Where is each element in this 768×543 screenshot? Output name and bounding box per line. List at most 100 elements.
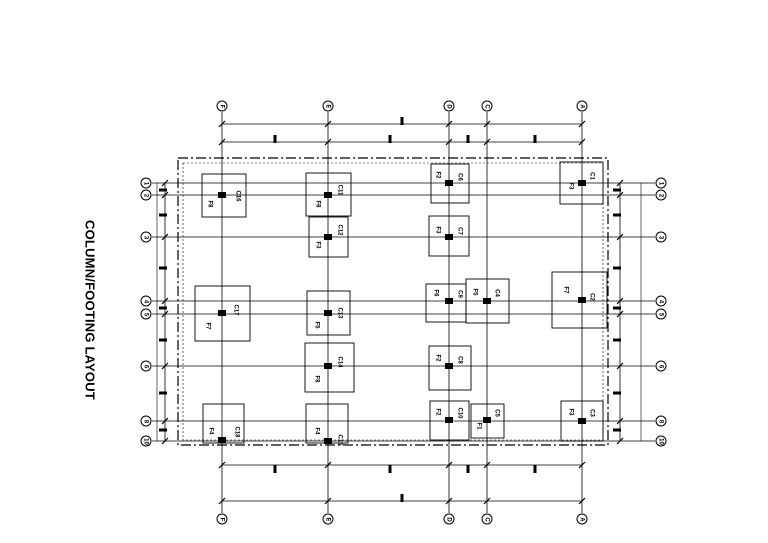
footing-pad-c7 xyxy=(428,215,470,257)
column-label-c11: C11 xyxy=(336,185,342,196)
grid-bubble-right-4: 4 xyxy=(655,295,667,307)
dim-value-mark xyxy=(613,266,621,270)
footing-label-c6: F2 xyxy=(434,171,440,179)
footing-pad-c1 xyxy=(559,161,604,205)
dim-tick xyxy=(616,191,624,199)
footing-label-c10: F2 xyxy=(434,408,440,416)
column-mark-c3 xyxy=(578,418,586,424)
grid-bubble-bottom-f-label: F xyxy=(218,518,224,522)
column-label-c7: C7 xyxy=(456,227,462,235)
footing-label-c18: F4 xyxy=(207,427,213,435)
dim-value-mark xyxy=(400,117,404,125)
dim-value-mark xyxy=(533,135,537,143)
dim-value-mark xyxy=(466,465,470,473)
grid-bubble-top-d: D xyxy=(443,100,455,112)
dim-tick xyxy=(483,497,491,505)
column-mark-c9 xyxy=(445,298,453,304)
column-label-c18: C18 xyxy=(233,426,239,438)
dim-tick xyxy=(616,233,624,241)
footing-pad-c3 xyxy=(560,400,604,442)
dim-tick xyxy=(161,179,169,187)
column-label-c2: C2 xyxy=(588,293,594,301)
dim-tick xyxy=(218,120,226,128)
grid-bubble-right-6-label: 6 xyxy=(657,365,663,369)
dim-value-mark xyxy=(613,428,621,432)
footing-pad-c16 xyxy=(201,173,247,218)
grid-bubble-left-5-label: 5 xyxy=(142,313,148,317)
grid-bubble-right-3: 3 xyxy=(655,231,667,243)
footing-label-c17: F7 xyxy=(204,322,210,330)
column-mark-c12 xyxy=(324,234,332,240)
grid-bubble-right-3-label: 3 xyxy=(657,236,663,240)
grid-bubble-bottom-f: F xyxy=(216,513,228,525)
dim-tick xyxy=(578,497,586,505)
dim-value-mark xyxy=(159,266,167,270)
grid-bubble-bottom-f-circle xyxy=(216,513,228,525)
grid-bubble-left-2-label: 2 xyxy=(142,194,148,198)
column-label-c1: C1 xyxy=(588,172,594,180)
dim-tick xyxy=(483,138,491,146)
grid-bubble-left-4: 4 xyxy=(140,295,152,307)
building-inner-outline xyxy=(182,162,604,441)
dim-tick xyxy=(218,461,226,469)
grid-bubble-bottom-d-label: D xyxy=(445,517,451,522)
dim-value-mark xyxy=(613,213,621,217)
column-mark-c14 xyxy=(324,363,332,369)
footing-label-c8: F2 xyxy=(434,354,440,362)
grid-bubble-right-1-circle xyxy=(655,177,667,189)
grid-bubble-left-1-circle xyxy=(140,177,152,189)
column-mark-c5 xyxy=(483,417,491,423)
dim-tick xyxy=(483,120,491,128)
column-mark-c13 xyxy=(324,310,332,316)
grid-bubble-top-e-circle xyxy=(322,100,334,112)
column-mark-c10 xyxy=(445,417,453,423)
grid-bubble-left-5-circle xyxy=(140,308,152,320)
grid-bubble-left-6-label: 6 xyxy=(142,365,148,369)
grid-bubble-left-2-circle xyxy=(140,189,152,201)
footings: C1F3C2F7C3F3C4F5C5F1C6F2C7F3C8F2C9F6C10F… xyxy=(194,161,608,446)
grid-bubble-top-f-label: F xyxy=(218,105,224,109)
grid-bubble-top-c: C xyxy=(481,100,493,112)
grid-bubble-right-4-circle xyxy=(655,295,667,307)
grid-bubble-bottom-c-circle xyxy=(481,513,493,525)
dim-value-mark xyxy=(613,188,621,192)
grid-bubble-left-10-label: 10 xyxy=(142,438,148,445)
column-label-c16: C16 xyxy=(234,190,240,202)
column-mark-c8 xyxy=(445,363,453,369)
grid-bubble-left-8-circle xyxy=(140,415,152,427)
grid-bubble-right-2-circle xyxy=(655,189,667,201)
column-label-c13: C13 xyxy=(336,307,342,319)
column-mark-c6 xyxy=(445,180,453,186)
column-label-c6: C6 xyxy=(456,173,462,181)
footing-label-c15: F4 xyxy=(313,427,319,435)
dim-tick xyxy=(616,417,624,425)
dim-tick xyxy=(616,362,624,370)
column-label-c3: C3 xyxy=(588,409,594,417)
grid-bubble-left-6: 6 xyxy=(140,360,152,372)
dim-tick xyxy=(218,138,226,146)
dim-tick xyxy=(161,417,169,425)
column-label-c4: C4 xyxy=(493,289,499,297)
dim-tick xyxy=(445,497,453,505)
dim-value-mark xyxy=(400,494,404,502)
column-label-c5: C5 xyxy=(493,409,499,417)
grid-bubble-left-2: 2 xyxy=(140,189,152,201)
grid-bubble-bottom-e: E xyxy=(322,513,334,525)
dim-tick xyxy=(616,437,624,445)
column-mark-c4 xyxy=(483,298,491,304)
footing-label-c11: F8 xyxy=(314,200,320,208)
footing-pad-c12 xyxy=(308,216,349,258)
dim-value-mark xyxy=(159,428,167,432)
grid-bubble-right-8: 8 xyxy=(655,415,667,427)
footing-label-c13: F5 xyxy=(313,321,319,329)
dim-tick xyxy=(324,497,332,505)
grid-bubble-bottom-d-circle xyxy=(443,513,455,525)
